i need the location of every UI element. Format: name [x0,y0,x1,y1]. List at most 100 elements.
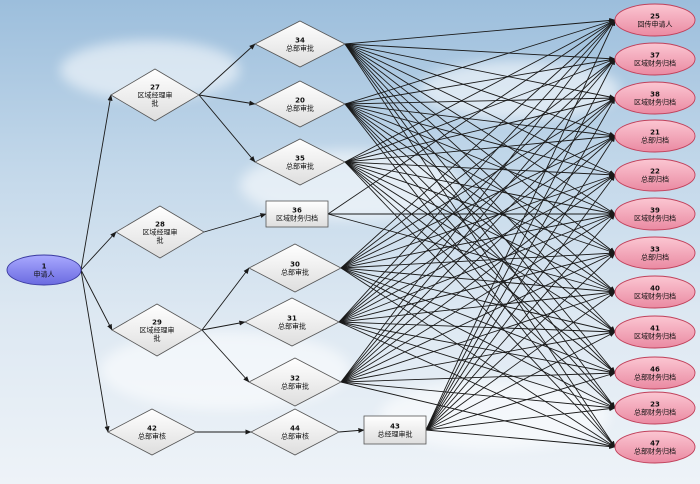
node-number: 41 [650,325,660,333]
node-label: 总部审批 [286,104,314,113]
edge-20-to-22 [344,103,616,176]
edge-31-to-39 [338,213,616,323]
node-label: 批 [157,236,164,245]
node-number: 46 [650,366,660,374]
edge-44-to-43 [338,427,365,433]
edge-35-to-23 [344,161,616,409]
node-label: 总部财务归档 [634,447,676,456]
edge-32-to-39 [340,213,616,383]
edge-31-to-38 [338,97,616,323]
node-number: 35 [295,155,305,163]
node-label: 总部审批 [281,268,309,277]
node-number: 23 [650,401,660,409]
node-label: 区域经理审 [138,91,173,100]
node-number: 27 [150,84,160,92]
edge-34-to-46 [344,43,616,374]
node-number: 37 [650,52,660,60]
edge-43-to-38 [425,97,616,431]
edge-34-to-25 [344,17,616,45]
edge-20-to-39 [344,103,616,215]
edge-34-to-21 [344,43,616,137]
edge-34-to-47 [344,43,616,448]
node-number: 29 [152,319,162,327]
edge-31-to-37 [338,58,616,323]
node-label: 区域财务归档 [634,59,676,68]
edge-43-to-41 [425,331,616,431]
edge-31-to-21 [338,135,616,323]
node-label: 总部归档 [641,136,669,145]
edge-30-to-22 [340,174,616,269]
node-number: 28 [155,221,165,229]
node-label: 总部审批 [286,162,314,171]
edge-32-to-40 [340,291,616,383]
decision-node-shape [115,205,205,259]
node-number: 40 [650,285,660,293]
edge-43-to-23 [425,406,616,431]
edge-27-to-34 [198,43,256,96]
node-label: 总部归档 [641,253,669,262]
edge-27-to-35 [198,94,256,163]
node-label: 批 [152,99,159,108]
edge-20-to-37 [344,57,616,105]
edge-32-to-46 [340,370,616,383]
decision-node-shape [244,297,340,347]
edge-1-to-42 [80,269,110,433]
end-node-shape [614,356,696,390]
node-label: 区域经理审 [140,326,175,335]
node-label: 申请人 [34,270,55,279]
edge-35-to-46 [344,161,616,374]
edge-32-to-22 [340,174,616,383]
decision-node-shape [111,303,203,357]
edge-29-to-30 [201,267,250,331]
end-node-shape [614,275,696,309]
node-label: 总部审批 [278,322,306,331]
edge-27-to-20 [198,94,256,106]
node-number: 44 [290,425,300,433]
edge-30-to-39 [340,212,616,269]
edge-34-to-23 [344,43,616,409]
node-number: 32 [290,375,300,383]
end-node-shape [614,391,696,425]
edge-43-to-47 [425,429,616,450]
edge-43-to-33 [425,252,616,431]
node-number: 43 [390,423,400,431]
edge-32-to-23 [340,381,616,410]
edge-1-to-29 [80,269,113,331]
node-number: 39 [650,207,660,215]
edge-43-to-40 [425,291,616,431]
node-number: 33 [650,246,660,254]
decision-node-shape [254,80,346,128]
edge-32-to-41 [340,330,616,383]
decision-node-shape [250,408,340,456]
decision-node-shape [248,357,342,407]
edge-30-to-37 [340,58,616,269]
decision-node-shape [248,243,342,293]
node-label: 总部归档 [641,175,669,184]
